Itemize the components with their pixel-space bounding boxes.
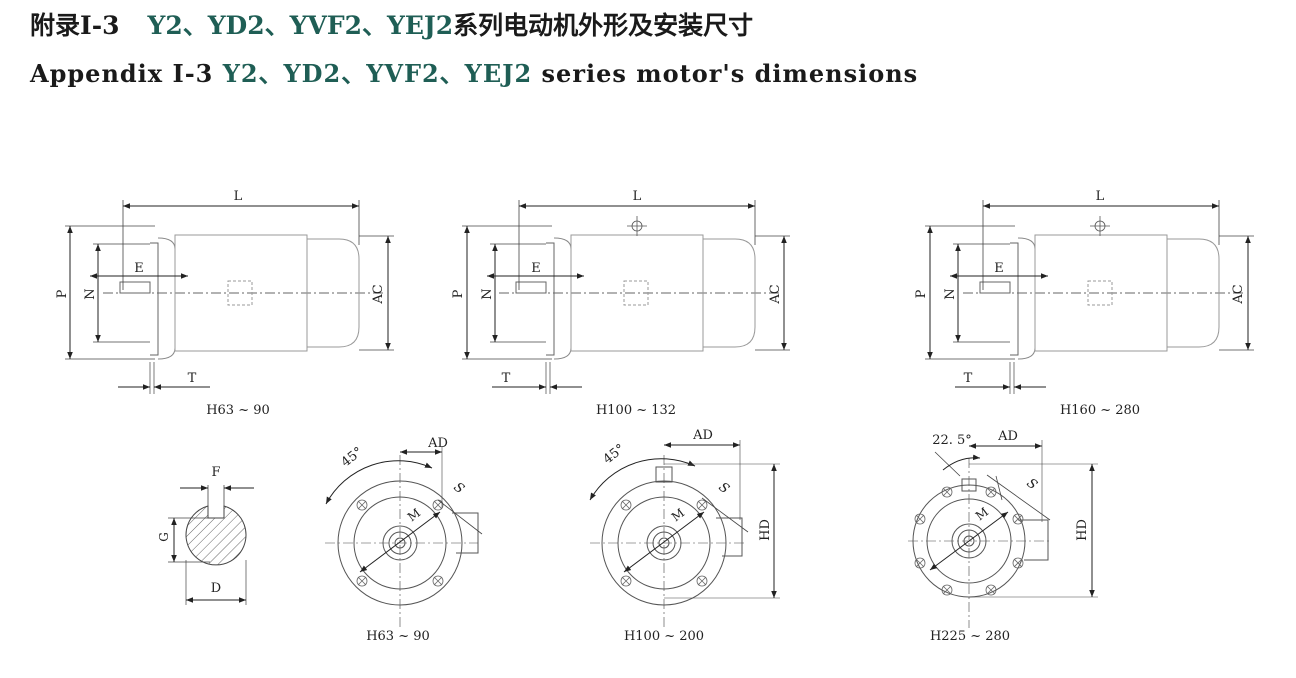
dim-HD: HD: [1075, 519, 1090, 541]
dim-S: S: [1023, 476, 1040, 493]
dim-D: D: [211, 581, 221, 596]
dim-AD: AD: [427, 436, 448, 451]
dim-L: L: [1096, 189, 1105, 204]
dim-P: P: [55, 289, 70, 298]
end-view-h100-200: M AD 45° S HD H100 ~ 200: [589, 428, 780, 644]
dim-AC: AC: [1231, 284, 1246, 304]
side-caption-2: H100 ~ 132: [596, 403, 676, 418]
dim-AD: AD: [692, 428, 713, 443]
title-en-prefix: Appendix I-3: [30, 59, 214, 88]
angle-label: 45°: [601, 441, 628, 467]
angle-label: 22. 5°: [932, 433, 972, 448]
dim-S: S: [450, 480, 467, 497]
side-view-h100-132: L P N E AC T H100 ~ 132: [451, 189, 790, 418]
title-en-models: Y2、YD2、YVF2、YEJ2: [222, 59, 533, 88]
dim-G: G: [157, 532, 171, 542]
title-cn-models: Y2、YD2、YVF2、YEJ2: [147, 11, 454, 40]
dim-S: S: [715, 480, 732, 497]
dim-N: N: [943, 288, 958, 299]
title-cn-suffix: 系列电动机外形及安装尺寸: [453, 11, 754, 40]
end-caption-3: H225 ~ 280: [930, 629, 1010, 644]
title-en-suffix: series motor's dimensions: [541, 59, 919, 88]
dim-E: E: [134, 261, 144, 276]
end-view-h225-280: M AD 22. 5° S HD H225 ~ 280: [908, 429, 1098, 644]
dim-T: T: [502, 371, 511, 386]
dim-AC: AC: [371, 284, 386, 304]
dim-P: P: [451, 289, 466, 298]
shaft-cross-section: F G D: [157, 465, 254, 605]
dim-T: T: [964, 371, 973, 386]
dim-E: E: [994, 261, 1004, 276]
end-caption-2: H100 ~ 200: [624, 629, 704, 644]
dim-N: N: [83, 288, 98, 299]
end-caption-1: H63 ~ 90: [366, 629, 430, 644]
side-view-h160-280: L P N E AC T H160 ~ 280: [914, 189, 1254, 418]
dim-P: P: [914, 289, 929, 298]
title-cn-prefix: 附录I-3: [30, 11, 120, 40]
side-view-h63-90: L P N E AC T H63 ~ 90: [55, 189, 394, 418]
dim-M: M: [973, 505, 991, 524]
dim-HD: HD: [758, 519, 773, 541]
side-caption-3: H160 ~ 280: [1060, 403, 1140, 418]
dim-F: F: [211, 465, 220, 480]
end-view-h63-90: M AD 45° S H63 ~ 90: [325, 436, 483, 644]
dim-T: T: [188, 371, 197, 386]
dim-AD: AD: [997, 429, 1018, 444]
title-chinese: 附录I-3 Y2、YD2、YVF2、YEJ2系列电动机外形及安装尺寸: [30, 6, 753, 42]
dim-M: M: [669, 506, 687, 525]
dim-M: M: [405, 506, 423, 525]
dim-L: L: [234, 189, 243, 204]
dim-AC: AC: [768, 284, 783, 304]
dim-E: E: [531, 261, 541, 276]
dim-N: N: [480, 288, 495, 299]
side-caption-1: H63 ~ 90: [206, 403, 270, 418]
title-english: Appendix I-3 Y2、YD2、YVF2、YEJ2 series mot…: [30, 54, 918, 89]
angle-label: 45°: [339, 444, 366, 470]
dim-L: L: [633, 189, 642, 204]
